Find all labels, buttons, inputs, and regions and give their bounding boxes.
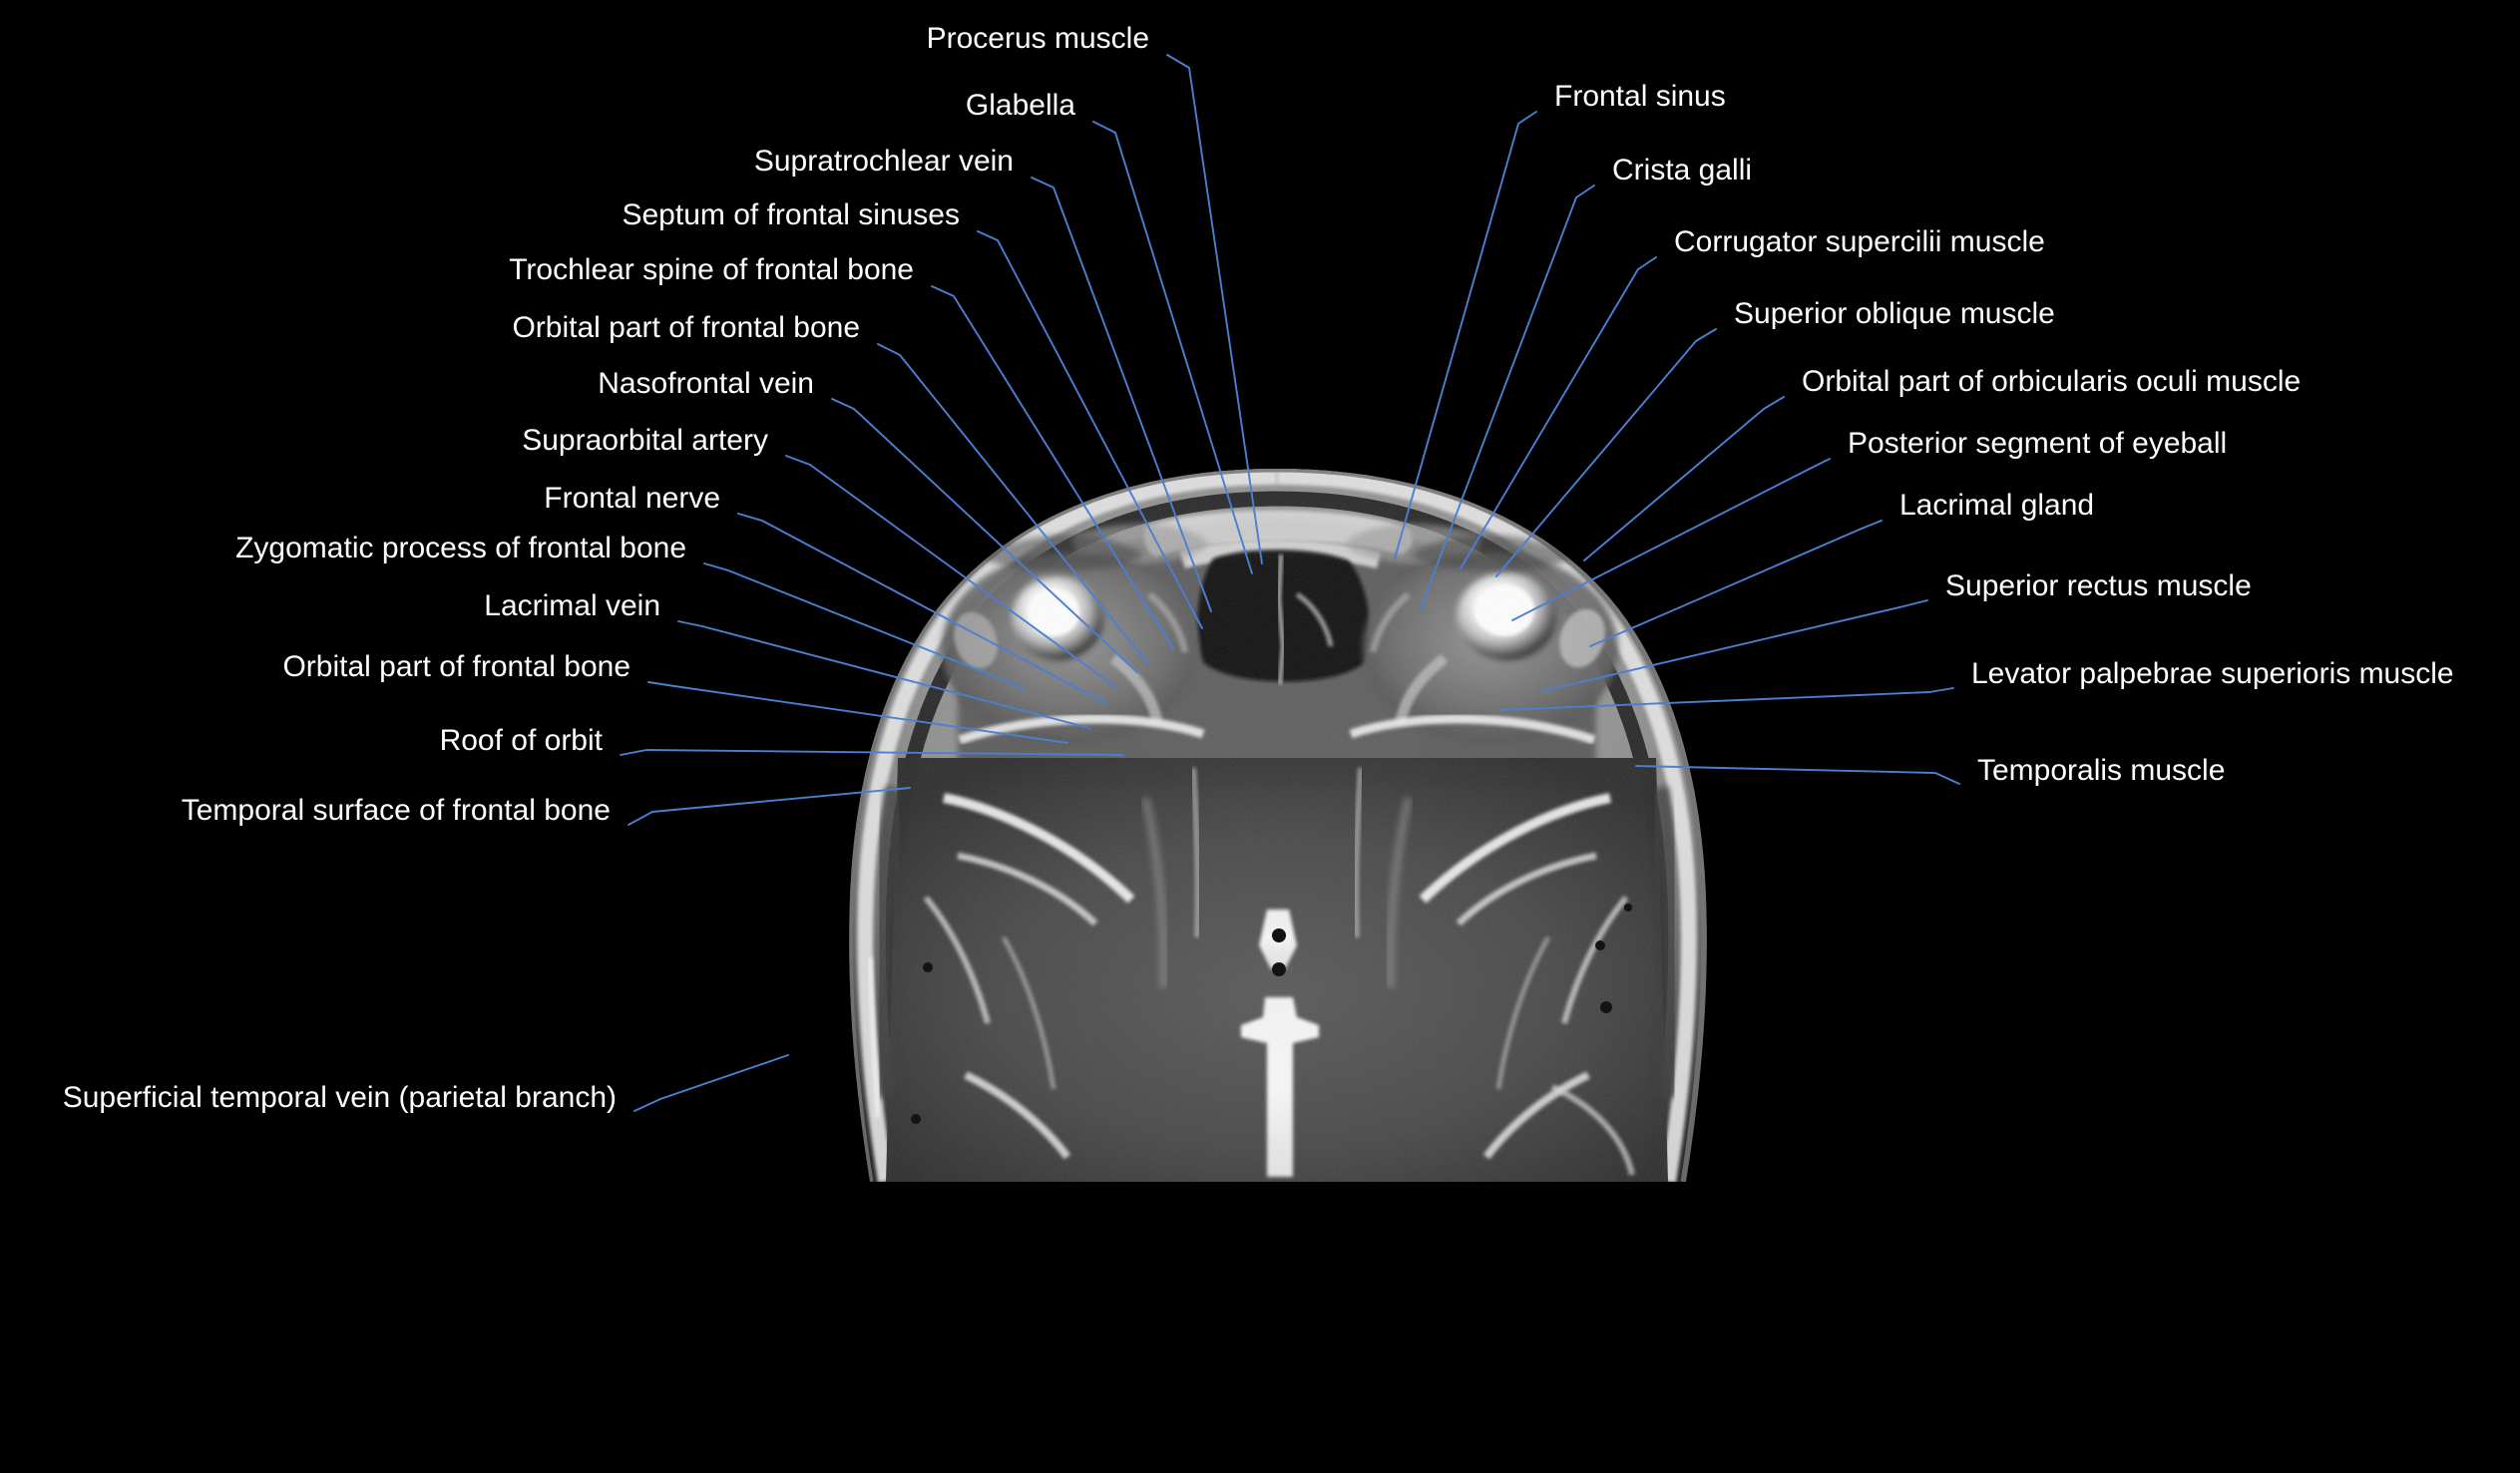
- leader-line-supraorbital-artery: [785, 455, 1118, 689]
- label-trochlear-spine-of-frontal-bone[interactable]: Trochlear spine of frontal bone: [509, 253, 914, 286]
- leader-line-superior-oblique-muscle: [1495, 328, 1717, 577]
- leader-line-zygomatic-process-of-frontal-bone: [703, 562, 1025, 689]
- label-temporal-surface-of-frontal-bone[interactable]: Temporal surface of frontal bone: [182, 794, 611, 827]
- label-supraorbital-artery[interactable]: Supraorbital artery: [522, 424, 768, 457]
- leader-line-procerus-muscle: [1166, 54, 1263, 564]
- mri-scan-image: [849, 469, 1707, 1182]
- label-orbital-part-of-orbicularis-oculi-muscle[interactable]: Orbital part of orbicularis oculi muscle: [1802, 365, 2301, 398]
- leader-line-glabella: [1092, 121, 1253, 574]
- label-zygomatic-process-of-frontal-bone[interactable]: Zygomatic process of frontal bone: [235, 532, 686, 564]
- leader-line-temporal-surface-of-frontal-bone: [628, 787, 911, 826]
- leader-line-septum-of-frontal-sinuses: [977, 230, 1203, 629]
- leader-line-temporalis-muscle: [1635, 765, 1960, 785]
- leader-line-orbital-part-of-orbicularis-oculi-muscle: [1583, 396, 1785, 561]
- leader-lines-right: [1394, 111, 1960, 785]
- label-roof-of-orbit[interactable]: Roof of orbit: [440, 724, 604, 757]
- leader-line-orbital-part-of-frontal-bone-lower: [647, 681, 1068, 744]
- label-group-left: Septum of frontal sinuses Supratrochlear …: [63, 22, 1149, 1114]
- leader-line-crista-galli: [1420, 184, 1595, 609]
- label-glabella[interactable]: Glabella: [966, 89, 1075, 122]
- label-temporalis-muscle[interactable]: Temporalis muscle: [1977, 754, 2225, 787]
- leader-lines-left: [620, 54, 1263, 1112]
- label-procerus-muscle[interactable]: Procerus muscle: [927, 22, 1149, 55]
- leader-line-frontal-nerve: [737, 513, 1106, 704]
- label-orbital-part-of-frontal-bone-lower[interactable]: Orbital part of frontal bone: [282, 650, 630, 683]
- leader-line-trochlear-spine-of-frontal-bone: [931, 285, 1174, 649]
- label-orbital-part-of-frontal-bone-upper[interactable]: Orbital part of frontal bone: [512, 311, 860, 344]
- label-nasofrontal-vein[interactable]: Nasofrontal vein: [598, 367, 814, 400]
- leader-line-roof-of-orbit: [620, 749, 1124, 756]
- label-lacrimal-gland[interactable]: Lacrimal gland: [1899, 489, 2094, 522]
- label-superior-rectus-muscle[interactable]: Superior rectus muscle: [1945, 569, 2252, 602]
- leader-line-frontal-sinus: [1394, 111, 1537, 559]
- leader-line-corrugator-supercilii-muscle: [1460, 256, 1657, 569]
- label-frontal-nerve[interactable]: Frontal nerve: [544, 482, 720, 515]
- label-frontal-sinus[interactable]: Frontal sinus: [1554, 80, 1726, 113]
- leader-line-superficial-temporal-vein-parietal-branch: [633, 1054, 789, 1112]
- label-superior-oblique-muscle[interactable]: Superior oblique muscle: [1734, 297, 2055, 330]
- leader-line-orbital-part-of-frontal-bone-upper: [877, 343, 1150, 666]
- leader-line-lacrimal-gland: [1589, 520, 1883, 647]
- leader-line-nasofrontal-vein: [831, 398, 1138, 673]
- label-superficial-temporal-vein-parietal-branch[interactable]: Superficial temporal vein (parietal bran…: [63, 1081, 617, 1114]
- leader-line-supratrochlear-vein: [1031, 177, 1212, 612]
- label-septum-of-frontal-sinuses[interactable]: Septum of frontal sinuses: [622, 198, 960, 231]
- leader-line-posterior-segment-of-eyeball: [1511, 458, 1831, 621]
- label-posterior-segment-of-eyeball[interactable]: Posterior segment of eyeball: [1848, 427, 2227, 460]
- label-lacrimal-vein[interactable]: Lacrimal vein: [484, 589, 660, 622]
- label-levator-palpebrae-superioris-muscle[interactable]: Levator palpebrae superioris muscle: [1971, 657, 2454, 690]
- label-corrugator-supercilii-muscle[interactable]: Corrugator supercilii muscle: [1674, 225, 2045, 258]
- label-supratrochlear-vein[interactable]: Supratrochlear vein: [754, 145, 1014, 178]
- leader-line-superior-rectus-muscle: [1541, 599, 1928, 692]
- label-crista-galli[interactable]: Crista galli: [1612, 154, 1752, 186]
- leader-line-lacrimal-vein: [677, 620, 1090, 729]
- leader-line-levator-palpebrae-superioris-muscle: [1499, 687, 1954, 711]
